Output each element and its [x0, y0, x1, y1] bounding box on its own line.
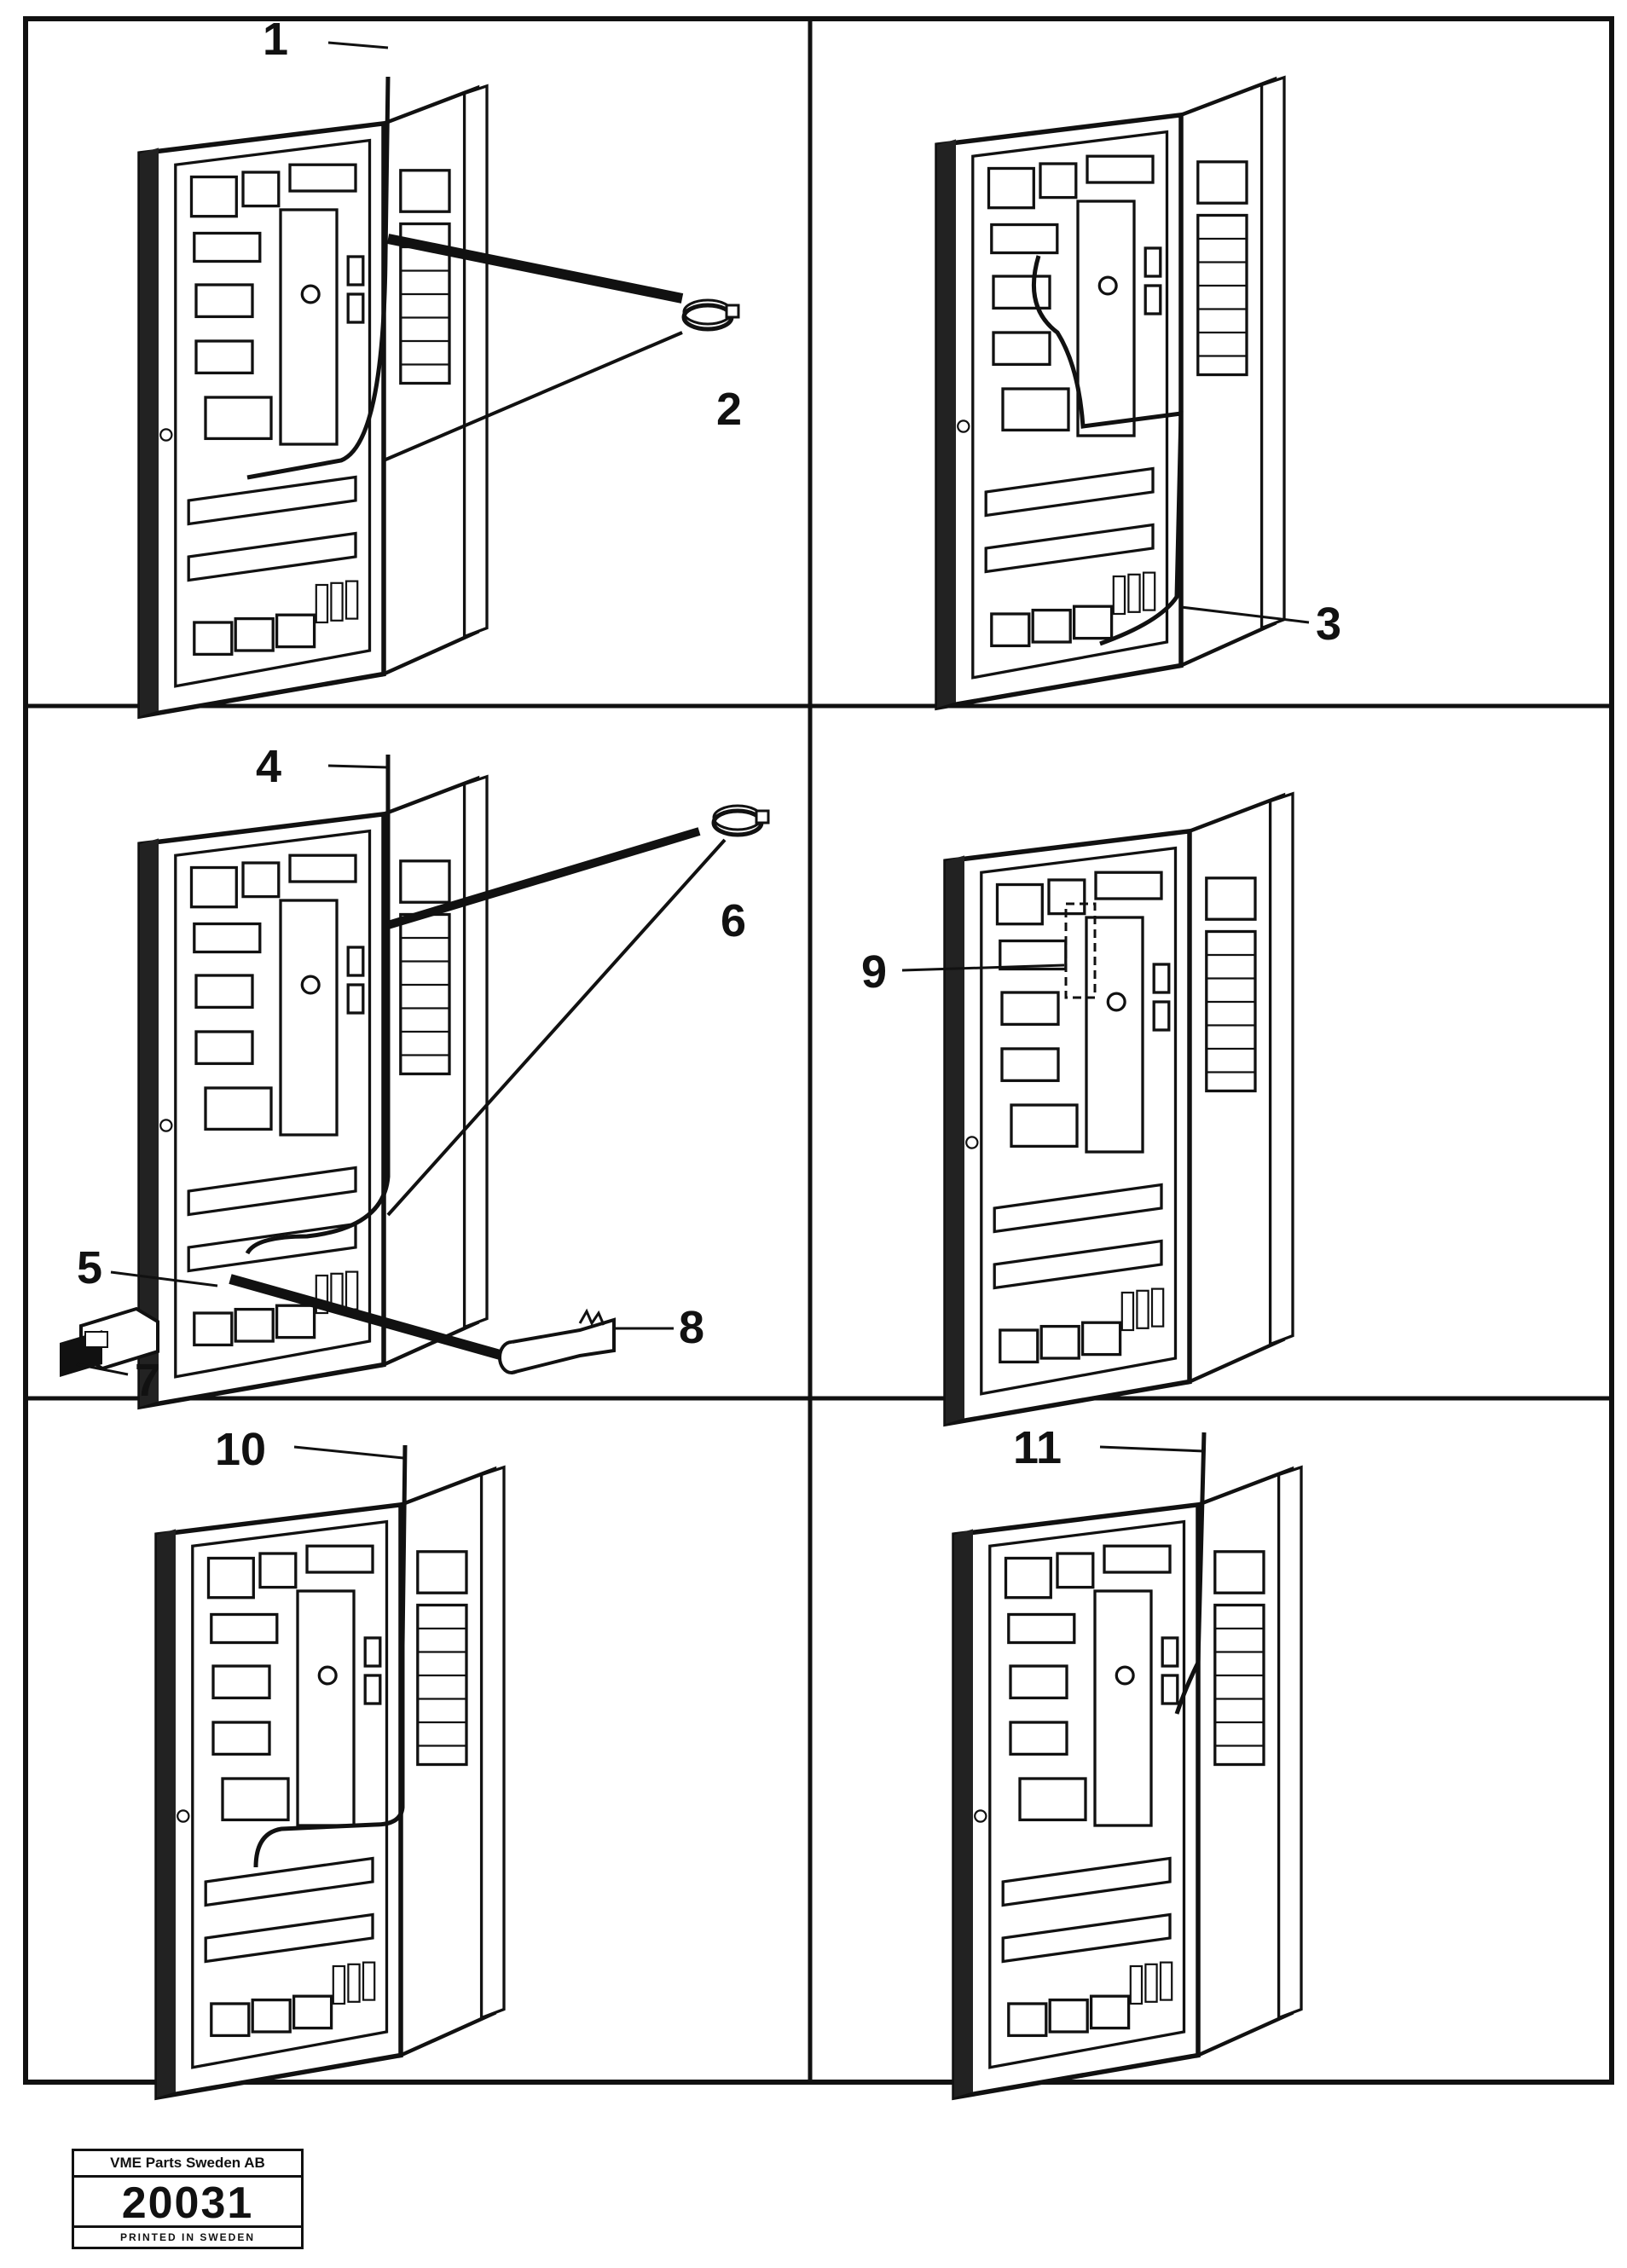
panel-3: 4 6 5 7 8: [60, 741, 768, 1407]
module-9-outline: [1064, 902, 1097, 999]
callout-9: 9: [861, 946, 887, 998]
callout-8: 8: [679, 1302, 704, 1353]
leader-11: [1099, 1445, 1205, 1453]
leader-tie-1b: [383, 331, 683, 462]
cable-tie-6: [714, 806, 768, 835]
callout-5: 5: [77, 1242, 102, 1293]
cable-1: [246, 76, 391, 480]
callout-4: 4: [256, 741, 281, 792]
callout-10: 10: [215, 1424, 266, 1475]
leader-terminal-8: [229, 1274, 505, 1361]
connector-housing-7: [60, 1306, 159, 1377]
panel-6: 11: [954, 1422, 1301, 2097]
leader-1: [327, 41, 389, 49]
leader-9: [901, 963, 1065, 972]
callout-2: 2: [716, 384, 742, 435]
leader-5: [110, 1270, 218, 1287]
panel-5: 10: [157, 1424, 504, 2097]
callout-7: 7: [135, 1355, 160, 1406]
stamp-number: 20031: [121, 2178, 254, 2228]
panel-1: 1 2: [140, 14, 742, 716]
leader-tie-1: [386, 234, 684, 304]
leader-7: [76, 1363, 129, 1376]
stamp-company: VME Parts Sweden AB: [74, 2151, 301, 2178]
cable-tie-2: [684, 300, 738, 329]
leader-10: [293, 1445, 404, 1460]
panel-4: 9: [861, 794, 1293, 1424]
callout-1: 1: [263, 14, 288, 65]
leader-tie-6b: [386, 838, 727, 1217]
leader-4: [327, 764, 389, 769]
cable-3: [1031, 255, 1184, 646]
callout-3: 3: [1316, 599, 1341, 650]
cable-4: [245, 755, 391, 1255]
terminal-8: [498, 1308, 616, 1374]
frame: [23, 16, 1614, 2085]
parts-stamp: VME Parts Sweden AB 20031 PRINTED IN SWE…: [72, 2149, 304, 2249]
callout-11: 11: [1013, 1422, 1062, 1473]
leader-tie-6: [386, 827, 701, 929]
stamp-printed: PRINTED IN SWEDEN: [74, 2225, 301, 2247]
callout-6: 6: [721, 895, 746, 946]
cable-10: [253, 1444, 408, 1868]
panel-2: 3: [937, 78, 1341, 708]
cable-11: [1174, 1432, 1207, 1715]
leader-3: [1180, 605, 1310, 624]
